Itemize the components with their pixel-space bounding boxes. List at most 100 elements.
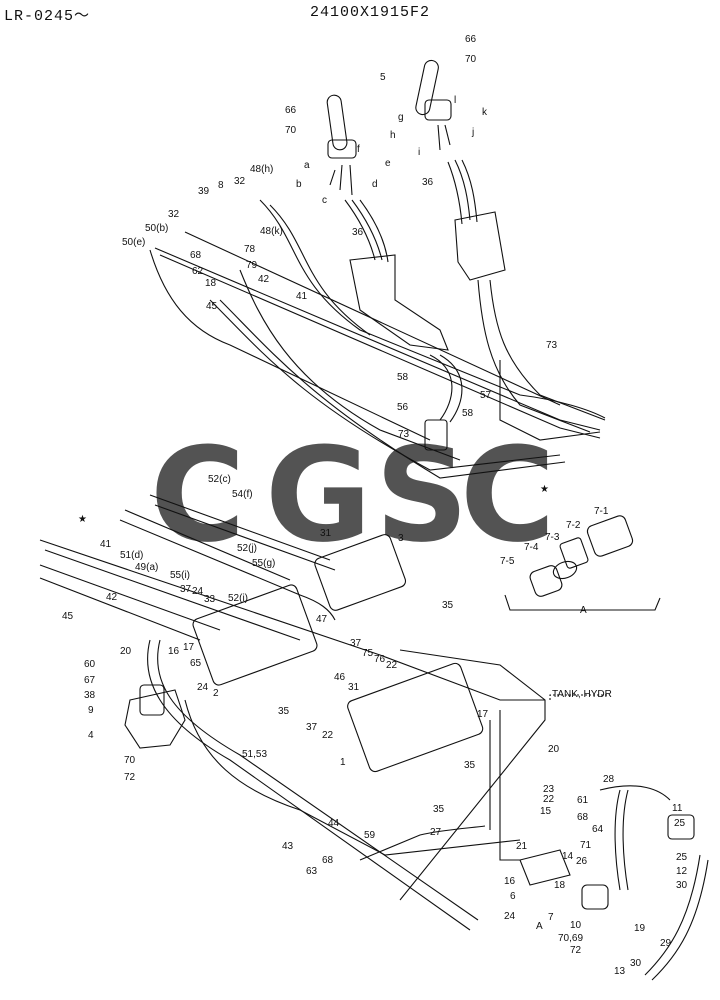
- callout: A: [580, 605, 587, 616]
- watermark: C G S C: [150, 419, 555, 571]
- callout: 75: [362, 648, 374, 659]
- callout: 20: [548, 744, 560, 755]
- callout: 3: [398, 533, 404, 544]
- callout: TANK, HYDR: [552, 689, 612, 700]
- callout: 24: [192, 586, 204, 597]
- pipe-line: [644, 854, 701, 976]
- callout: 10: [570, 920, 582, 931]
- callout: 71: [580, 840, 592, 851]
- callout: 8: [218, 180, 224, 191]
- callout: 7: [548, 912, 554, 923]
- pipe-line: [184, 699, 521, 856]
- callout: 32: [234, 176, 246, 187]
- star-marker: ★: [78, 514, 87, 525]
- callout: 17: [477, 709, 489, 720]
- callout: 68: [322, 855, 334, 866]
- callout: 68: [190, 250, 202, 261]
- callout: 63: [306, 866, 318, 877]
- callout: j: [471, 127, 474, 138]
- callout: 16: [168, 646, 180, 657]
- callout: 56: [397, 402, 409, 413]
- callout: 52(c): [208, 474, 231, 485]
- callout: 27: [430, 827, 442, 838]
- callout: k: [482, 107, 488, 118]
- callout: A: [536, 921, 543, 932]
- callout: 35: [433, 804, 445, 815]
- pipe-line: [239, 269, 461, 461]
- callout: 51,53: [242, 749, 267, 760]
- callout: 59: [364, 830, 376, 841]
- callout: 36: [352, 227, 364, 238]
- callout: 14: [562, 851, 574, 862]
- callout: 1: [340, 757, 346, 768]
- callout: 22: [386, 660, 398, 671]
- callout: 51(d): [120, 550, 143, 561]
- callout: 23: [543, 784, 555, 795]
- callout: c: [322, 195, 327, 206]
- callout: 42: [106, 592, 118, 603]
- callout: 48(k): [260, 226, 283, 237]
- callout: 41: [100, 539, 112, 550]
- star-marker: ★: [540, 484, 549, 495]
- callout: 37: [306, 722, 318, 733]
- pipe-line: [159, 254, 601, 439]
- callout: 35: [442, 600, 454, 611]
- callout: 46: [334, 672, 346, 683]
- drawing-code: LR-0245～: [4, 8, 91, 25]
- callout: 55(g): [252, 558, 275, 569]
- callout: 72: [124, 772, 136, 783]
- callout: 9: [88, 705, 94, 716]
- callout: 7-3: [545, 532, 560, 543]
- pipe-line: [622, 789, 629, 891]
- callout: 36: [422, 177, 434, 188]
- callout: 50(e): [122, 237, 145, 248]
- callout: 62: [192, 266, 204, 277]
- pipe-line: [157, 639, 479, 921]
- callout: 45: [206, 301, 218, 312]
- pipe-line: [219, 299, 566, 479]
- callout: 19: [634, 923, 646, 934]
- callout: e: [385, 158, 391, 169]
- callout: 55(i): [170, 570, 190, 581]
- callout: 18: [205, 278, 217, 289]
- pipe-line: [44, 549, 301, 641]
- callout: 65: [190, 658, 202, 669]
- callout: i: [418, 147, 420, 158]
- callout: 47: [316, 614, 328, 625]
- callout: 20: [120, 646, 132, 657]
- pipe-line: [499, 710, 520, 861]
- pipe-line: [359, 825, 486, 861]
- callout: 73: [546, 340, 558, 351]
- callout: 66: [285, 105, 297, 116]
- pipe-line: [39, 577, 201, 641]
- callout: g: [398, 112, 404, 123]
- callout: 58: [397, 372, 409, 383]
- callout: 39: [198, 186, 210, 197]
- callout: 25: [674, 818, 686, 829]
- callout: 7-1: [594, 506, 609, 517]
- callout: 35: [464, 760, 476, 771]
- callout: 16: [504, 876, 516, 887]
- callout: 7-2: [566, 520, 581, 531]
- pipe-line: [149, 249, 431, 441]
- callout: 37: [350, 638, 362, 649]
- pipe-line: [154, 247, 601, 431]
- pipe-line: [147, 639, 471, 931]
- pipe-line: [124, 509, 291, 581]
- watermark-letter-c1: C: [150, 419, 245, 571]
- callout: 44: [328, 818, 340, 829]
- callout: 11: [672, 803, 683, 814]
- pipe-line: [119, 519, 336, 621]
- pipe-line: [259, 199, 606, 419]
- callout: 57: [480, 390, 492, 401]
- callout: 52(j): [237, 543, 257, 554]
- callout: l: [454, 95, 456, 106]
- callout: a: [304, 160, 310, 171]
- callout: 6: [510, 891, 516, 902]
- callout: 32: [168, 209, 180, 220]
- callout: 24: [504, 911, 516, 922]
- pipe-line: [149, 494, 331, 561]
- callout: 49(a): [135, 562, 158, 573]
- callout: h: [390, 130, 396, 141]
